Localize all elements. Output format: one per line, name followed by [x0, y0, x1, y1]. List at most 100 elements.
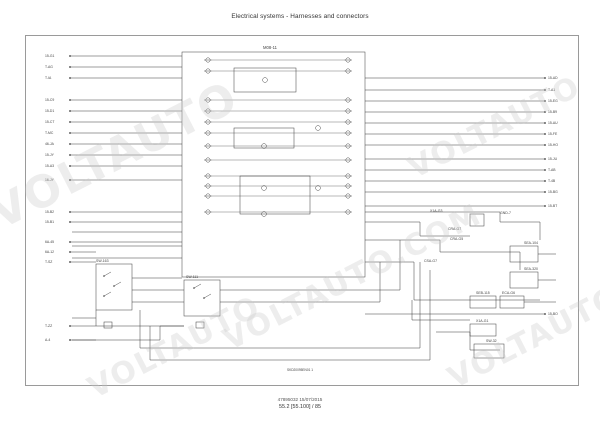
- terminal-dot: [544, 144, 546, 146]
- terminal-dot: [69, 211, 71, 213]
- right-terminal-label: 15-EG: [548, 99, 558, 103]
- left-terminal-label: 6A-45: [45, 240, 54, 244]
- footer-page-ref: 55.2 [55.100] / 85: [279, 404, 321, 410]
- connector-label: SEA-320: [524, 267, 538, 271]
- left-terminal-label: 15-JY: [45, 153, 55, 157]
- sw-32-box: [473, 343, 505, 359]
- switch-box-b: [183, 279, 221, 317]
- connector-label: GND-7: [500, 211, 511, 215]
- left-terminal-label: 15-CT: [45, 120, 54, 124]
- terminal-dot: [69, 132, 71, 134]
- diagram-frame: [25, 35, 579, 386]
- right-terminal-label: T-A1: [548, 88, 555, 92]
- left-terminal-label: T-IA: [45, 76, 52, 80]
- right-terminal-label: 15-FE: [548, 132, 558, 136]
- switch-contact: [203, 293, 212, 299]
- terminal-dot: [544, 122, 546, 124]
- terminal-dot: [69, 339, 71, 341]
- terminal-dot: [69, 143, 71, 145]
- inner-block-2: [233, 127, 295, 149]
- right-terminal-label: T-AB: [548, 168, 556, 172]
- terminal-dot: [69, 77, 71, 79]
- terminal-dot: [69, 165, 71, 167]
- connector-label: SEB-115: [476, 291, 490, 295]
- terminal-dot: [69, 154, 71, 156]
- terminal-dot: [544, 111, 546, 113]
- connector-label: SW-111: [186, 275, 198, 279]
- page-title: Electrical systems - Harnesses and conne…: [231, 13, 369, 20]
- left-terminal-label: T-AG: [45, 65, 53, 69]
- terminal-dot: [69, 241, 71, 243]
- right-terminal-label: 15-B9: [548, 110, 557, 114]
- terminal-dot: [69, 251, 71, 253]
- switch-contact: [193, 283, 202, 289]
- sea-104-box: [509, 245, 539, 263]
- footer-doc-code: 47895032 15/07/2015: [277, 397, 323, 402]
- left-terminal-label: 15-D1: [45, 109, 54, 113]
- left-terminal-label: 46-JA: [45, 142, 55, 146]
- terminal-dot: [544, 133, 546, 135]
- terminal-dot: [69, 55, 71, 57]
- x1a-g1-box: [469, 323, 497, 337]
- terminal-dot: [544, 205, 546, 207]
- terminal-dot: [69, 99, 71, 101]
- switch-contact: [103, 291, 112, 297]
- left-terminal-label: 15-B2: [45, 210, 54, 214]
- left-terminal-label: 15-G1: [45, 54, 55, 58]
- terminal-dot: [544, 313, 546, 315]
- terminal-dot: [544, 158, 546, 160]
- relay-symbol: [315, 185, 321, 191]
- right-terminal-label: 15-BT: [548, 204, 557, 208]
- right-terminal-label: 15-BG: [548, 190, 558, 194]
- terminal-dot: [544, 191, 546, 193]
- terminal-dot: [69, 325, 71, 327]
- relay-symbol: [261, 211, 267, 217]
- image-ref-label: SKD20095EN01 1: [287, 368, 313, 372]
- connector-label: CSA-G7: [424, 259, 437, 263]
- left-terminal-label: T-SZ: [45, 260, 52, 264]
- right-terminal-label: 15-HO: [548, 143, 558, 147]
- left-terminal-label: 16-JY: [45, 178, 55, 182]
- right-terminal-label: 15-AD: [548, 76, 558, 80]
- connector-label: SW-32: [486, 339, 497, 343]
- right-terminal-label: 15-BO: [548, 312, 558, 316]
- terminal-dot: [69, 121, 71, 123]
- main-module-box: [181, 51, 366, 278]
- terminal-dot: [544, 89, 546, 91]
- contact-dot: [203, 297, 205, 299]
- main-connector-label: M08-11: [263, 45, 278, 50]
- terminal-dot: [69, 261, 71, 263]
- right-terminal-label: T-4B: [548, 179, 556, 183]
- connector-label: ECA-G6: [502, 291, 515, 295]
- left-terminal-label: T-MC: [45, 131, 54, 135]
- left-terminal-label: T-ZZ: [45, 324, 52, 328]
- left-terminal-label: A-4: [45, 338, 50, 342]
- gnd-box: [469, 213, 485, 227]
- seb-115-box: [469, 295, 497, 309]
- switch-contact: [113, 281, 122, 287]
- terminal-dot: [69, 179, 71, 181]
- eca-g6-box: [499, 295, 525, 309]
- relay-symbol: [261, 185, 267, 191]
- left-terminal-label: 6A-12: [45, 250, 54, 254]
- switch-box-a: [95, 263, 133, 311]
- contact-dot: [113, 285, 115, 287]
- terminal-dot: [69, 110, 71, 112]
- contact-dot: [103, 295, 105, 297]
- terminal-dot: [69, 221, 71, 223]
- contact-dot: [193, 287, 195, 289]
- relay-symbol: [262, 77, 268, 83]
- terminal-dot: [544, 169, 546, 171]
- relay-symbol: [315, 125, 321, 131]
- terminal-dot: [69, 66, 71, 68]
- connector-label: CRA-G5: [450, 237, 463, 241]
- switch-contact: [103, 271, 112, 277]
- connector-label: X1A-G1: [476, 319, 489, 323]
- left-terminal-label: 15-C9: [45, 98, 54, 102]
- contact-dot: [103, 275, 105, 277]
- right-terminal-label: 15-JU: [548, 157, 558, 161]
- inner-block-1: [233, 67, 297, 93]
- connector-label: X1A-G3: [430, 209, 443, 213]
- terminal-dot: [544, 100, 546, 102]
